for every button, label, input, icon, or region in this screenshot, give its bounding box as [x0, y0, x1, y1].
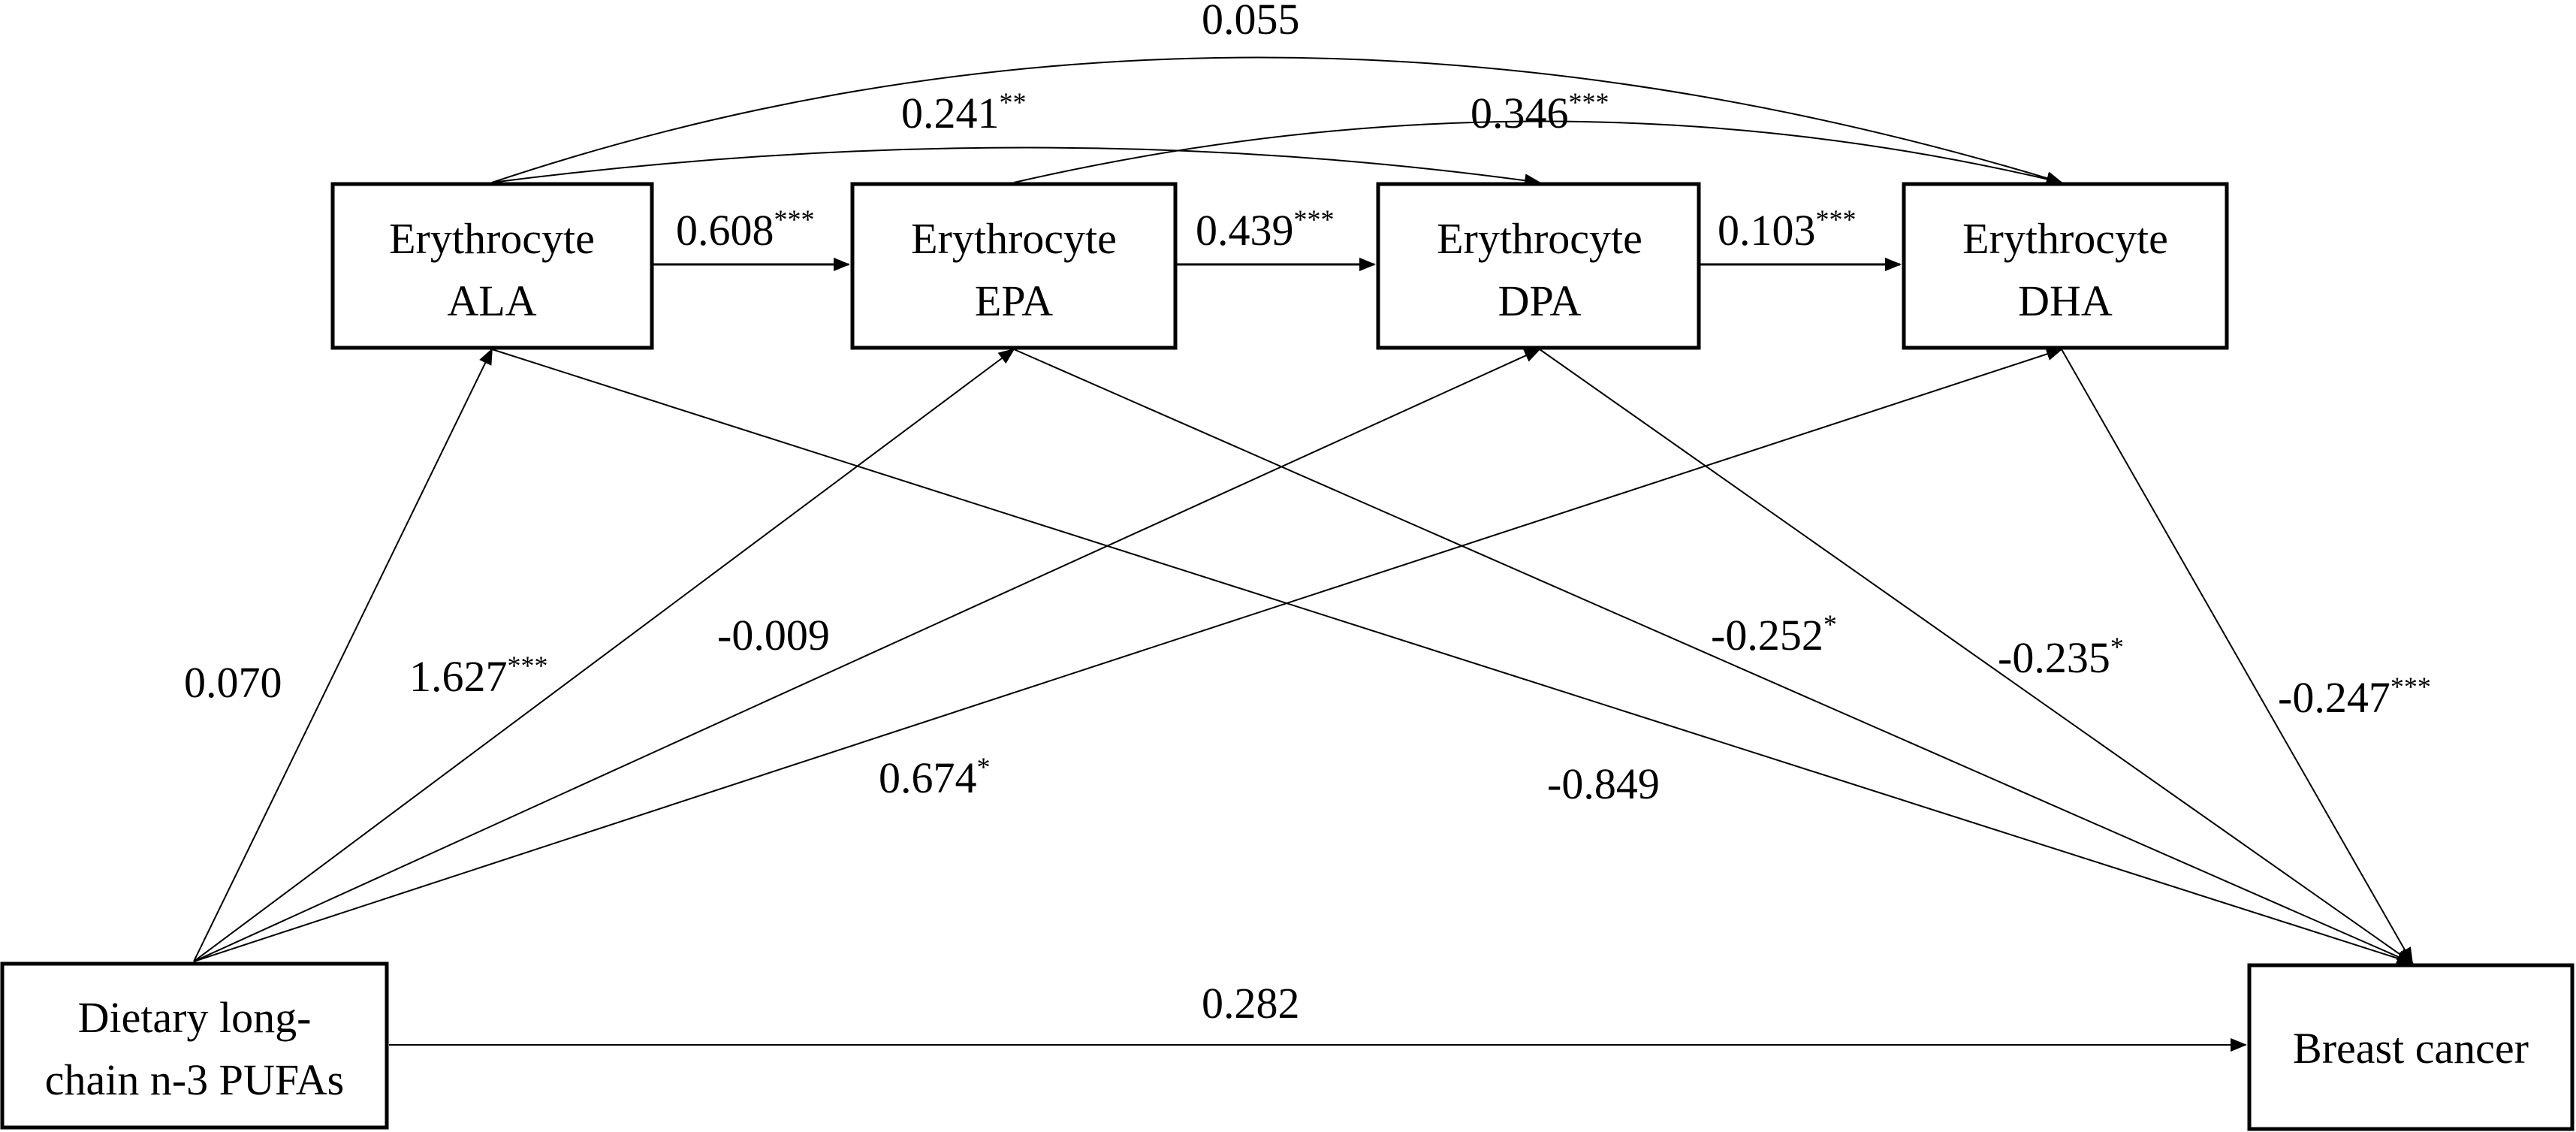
label-dha-bc-value: -0.247 — [2278, 673, 2390, 722]
node-bc-label: Breast cancer — [2293, 1024, 2529, 1073]
node-epa: Erythrocyte EPA — [850, 182, 1178, 350]
label-ala-bc-value: -0.849 — [1547, 759, 1660, 808]
label-epa-dha: 0.346*** — [1470, 87, 1609, 137]
node-ala-line1: Erythrocyte — [389, 214, 595, 263]
label-ala-epa: 0.608*** — [676, 204, 815, 255]
label-dpa-dha-sig: *** — [1816, 204, 1857, 234]
node-bc: Breast cancer — [2247, 963, 2574, 1131]
label-diet-dha-value: 0.674 — [879, 753, 977, 802]
node-diet-line2: chain n-3 PUFAs — [45, 1055, 344, 1104]
label-dha-bc-sig: *** — [2390, 672, 2431, 702]
label-epa-bc-sig: * — [1823, 609, 1837, 639]
node-epa-line2: EPA — [975, 276, 1053, 325]
label-diet-dha-sig: * — [977, 752, 991, 782]
label-diet-ala-value: 0.070 — [184, 658, 282, 707]
node-dpa-line2: DPA — [1498, 276, 1582, 325]
label-dpa-bc-sig: * — [2110, 632, 2124, 662]
edge-diet-dpa — [193, 349, 1541, 962]
label-dpa-dha-value: 0.103 — [1718, 206, 1816, 255]
edge-ala-dha — [491, 56, 2063, 185]
label-epa-dpa: 0.439*** — [1196, 204, 1335, 255]
node-diet: Dietary long- chain n-3 PUFAs — [0, 961, 389, 1130]
label-diet-dpa-value: -0.009 — [717, 611, 830, 660]
edge-epa-dha — [1013, 120, 2063, 186]
label-ala-dpa: 0.241** — [901, 87, 1027, 137]
node-diet-box — [0, 961, 389, 1130]
node-dpa-box — [1376, 182, 1701, 350]
label-ala-dpa-sig: ** — [1000, 87, 1027, 117]
node-dha: Erythrocyte DHA — [1902, 182, 2229, 350]
edge-epa-bc — [1013, 349, 2414, 964]
node-dpa: Erythrocyte DPA — [1376, 182, 1701, 350]
edge-diet-epa — [193, 348, 1015, 962]
label-ala-dpa-value: 0.241 — [901, 89, 1000, 137]
label-epa-dpa-value: 0.439 — [1196, 206, 1294, 255]
label-ala-bc: -0.849 — [1547, 759, 1660, 808]
label-ala-epa-value: 0.608 — [676, 206, 774, 255]
label-epa-bc: -0.252* — [1711, 609, 1837, 660]
label-diet-bc-value: 0.282 — [1202, 979, 1300, 1028]
node-dpa-line1: Erythrocyte — [1437, 214, 1642, 263]
node-dha-line1: Erythrocyte — [1962, 214, 2168, 263]
label-epa-bc-value: -0.252 — [1711, 611, 1823, 660]
node-dha-line2: DHA — [2018, 276, 2113, 325]
label-ala-dha: 0.055 — [1202, 0, 1300, 44]
label-diet-dpa: -0.009 — [717, 611, 830, 660]
label-ala-epa-sig: *** — [774, 204, 815, 234]
label-diet-bc: 0.282 — [1202, 979, 1300, 1028]
label-dpa-bc-value: -0.235 — [1998, 633, 2110, 682]
label-diet-epa-sig: *** — [508, 651, 548, 681]
label-dha-bc: -0.247*** — [2278, 672, 2431, 722]
label-epa-dha-sig: *** — [1569, 87, 1609, 117]
node-epa-line1: Erythrocyte — [911, 214, 1117, 263]
node-ala-line2: ALA — [447, 276, 536, 325]
node-ala: Erythrocyte ALA — [330, 182, 654, 350]
label-dpa-bc: -0.235* — [1998, 632, 2124, 682]
label-dpa-dha: 0.103*** — [1718, 204, 1857, 255]
node-diet-line1: Dietary long- — [78, 993, 312, 1042]
label-diet-ala: 0.070 — [184, 658, 282, 707]
node-ala-box — [330, 182, 654, 350]
label-epa-dha-value: 0.346 — [1470, 89, 1569, 137]
edge-ala-dpa — [491, 146, 1541, 188]
label-diet-epa-value: 1.627 — [409, 652, 508, 701]
label-ala-dha-value: 0.055 — [1202, 0, 1300, 44]
label-epa-dpa-sig: *** — [1294, 204, 1335, 234]
label-diet-dha: 0.674* — [879, 752, 991, 802]
edge-dha-bc — [2061, 349, 2413, 964]
edge-dpa-bc — [1539, 349, 2414, 964]
node-bc-box — [2247, 963, 2574, 1131]
node-dha-box — [1902, 182, 2229, 350]
edge-lines — [193, 56, 2414, 1052]
node-epa-box — [850, 182, 1178, 350]
edge-labels: 0.608*** 0.439*** 0.103*** 0.241** 0.346… — [184, 0, 2431, 1028]
label-diet-epa: 1.627*** — [409, 651, 548, 701]
edge-ala-bc — [491, 349, 2414, 965]
edge-diet-ala — [193, 348, 493, 962]
edge-diet-dha — [193, 347, 2063, 962]
